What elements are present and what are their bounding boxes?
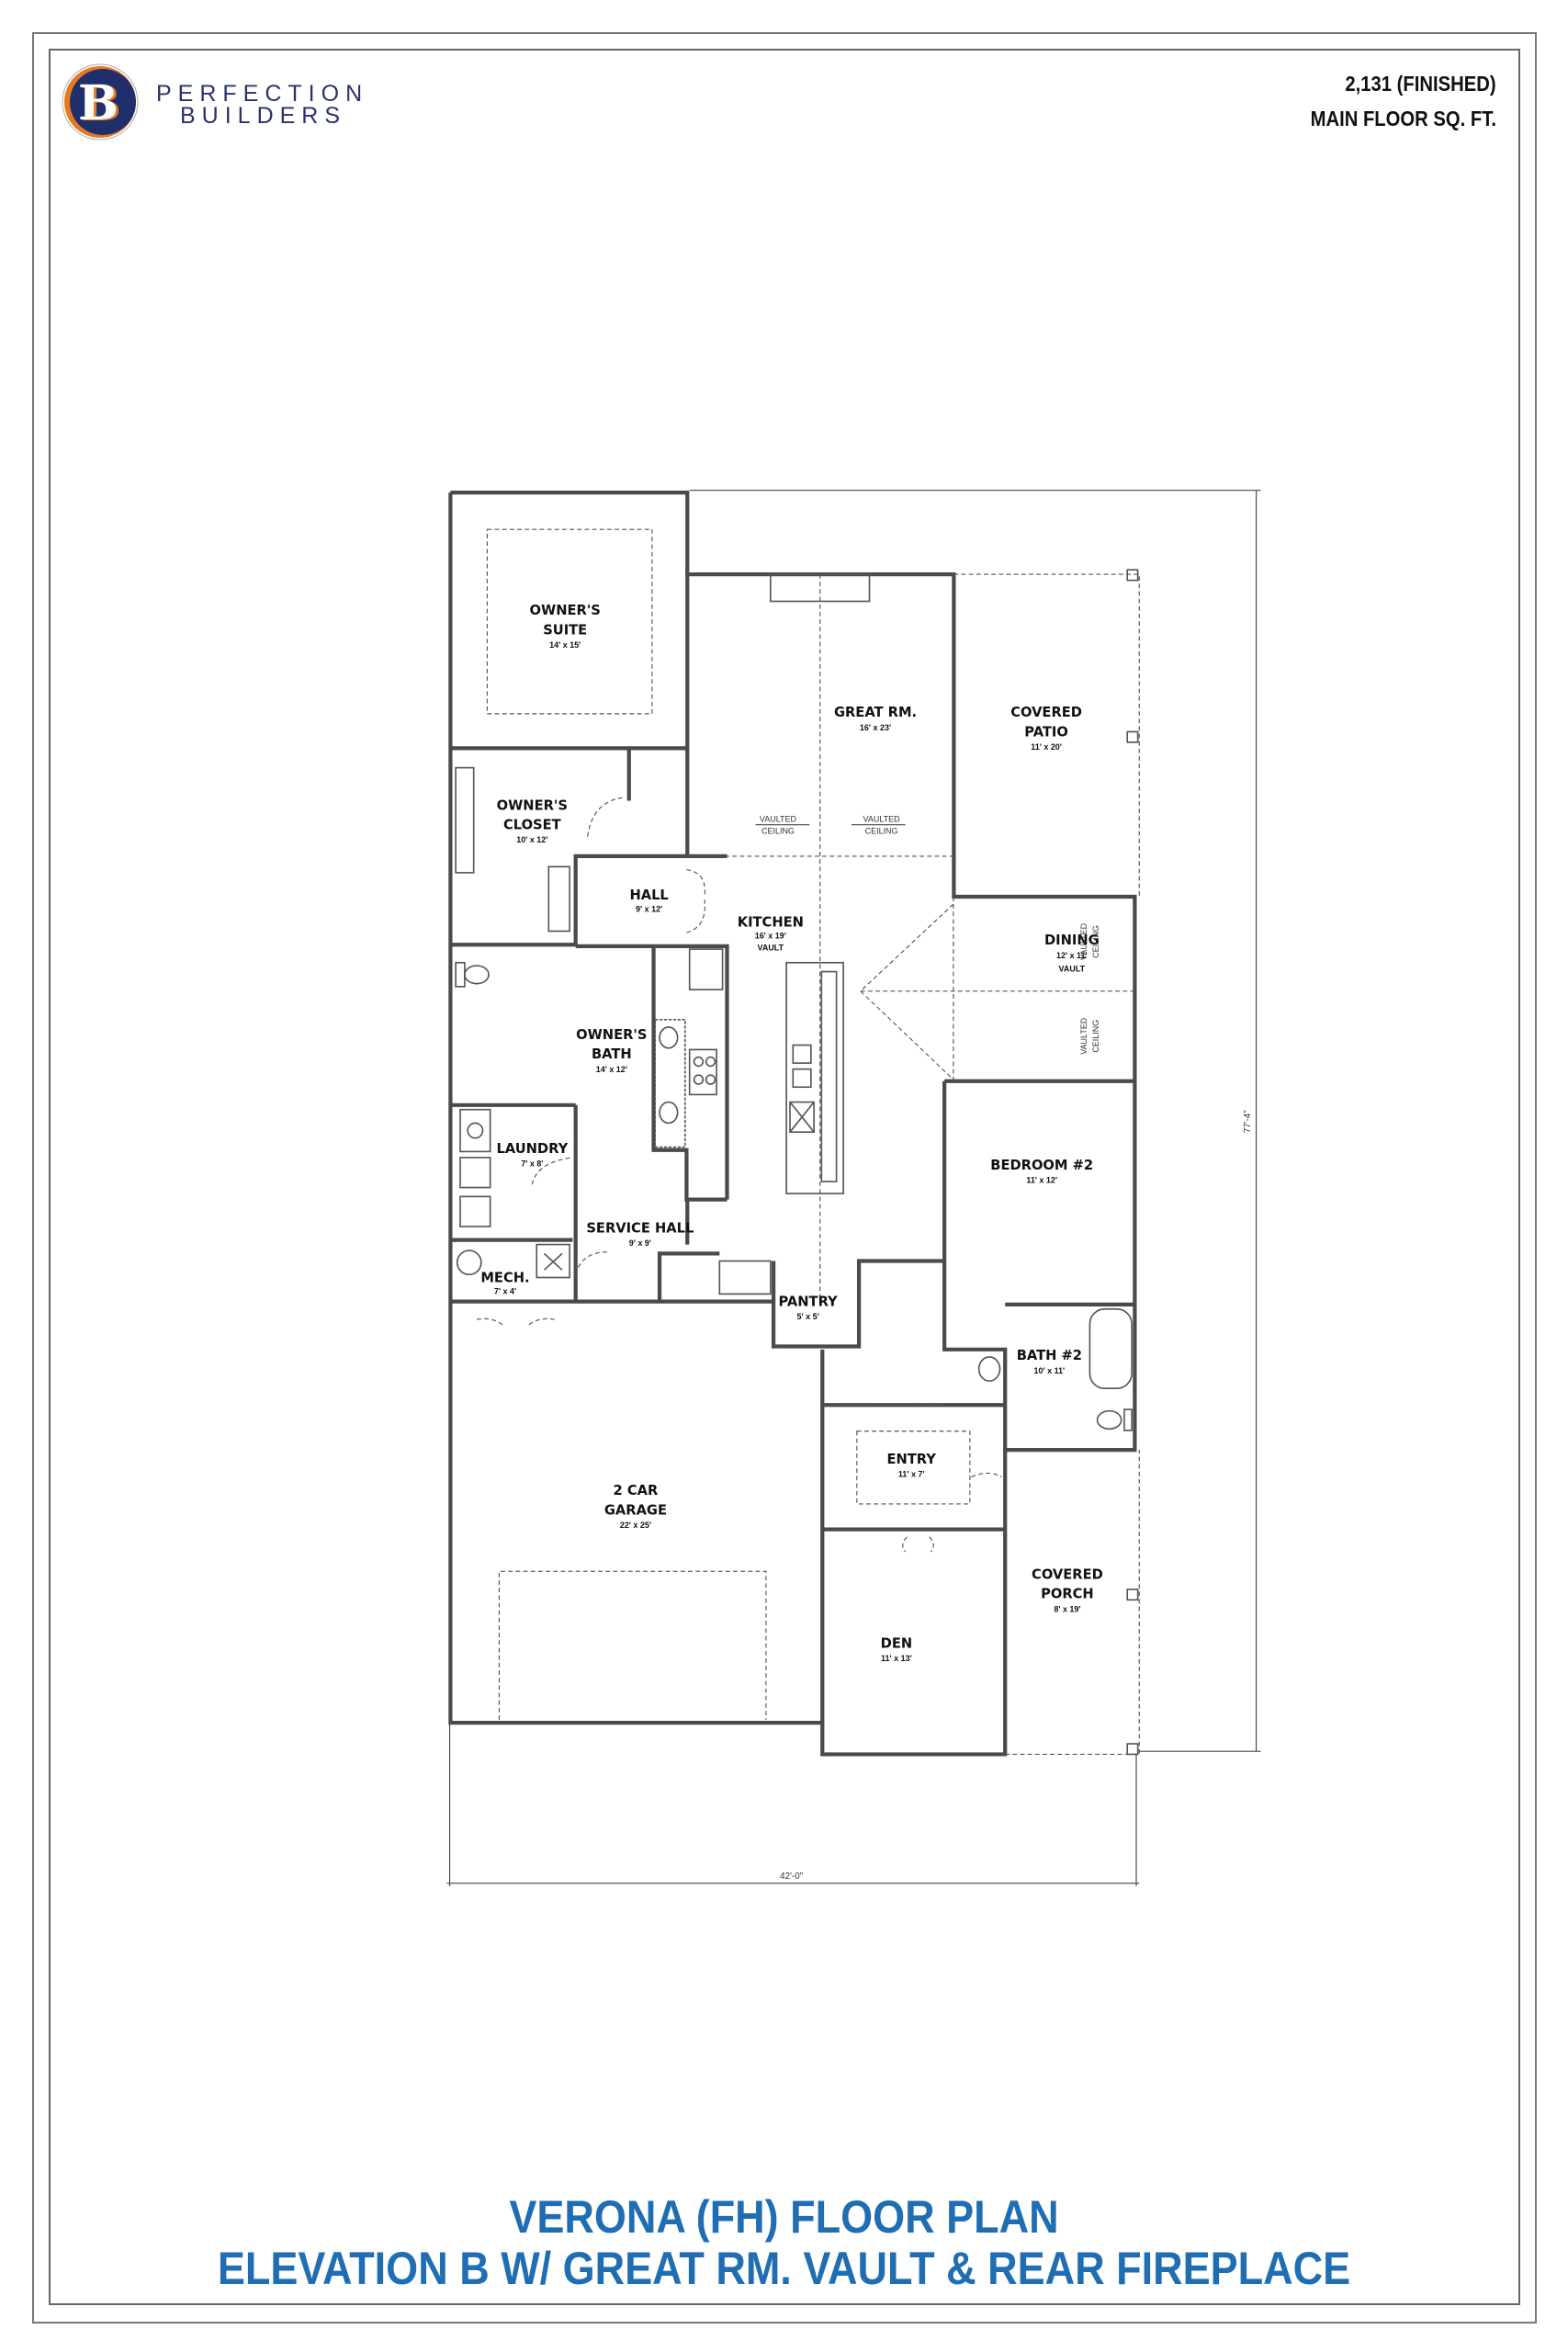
dimension-lines bbox=[446, 490, 1261, 1887]
room-dimensions: 14' x 12' bbox=[596, 1065, 627, 1074]
room-covered-porch: COVERED PORCH 8' x 19' bbox=[1032, 1566, 1103, 1613]
vaulted-label: VAULTED bbox=[760, 814, 797, 823]
room-dimensions: 8' x 19' bbox=[1054, 1604, 1080, 1613]
room-bath-2: BATH #2 10' x 11' bbox=[1017, 1348, 1082, 1375]
room-name: OWNER'S bbox=[530, 603, 601, 618]
depth-dimension: 77'-4" bbox=[1243, 1110, 1253, 1133]
room-dimensions: 16' x 19' bbox=[755, 932, 786, 941]
room-dimensions: 9' x 9' bbox=[629, 1238, 651, 1248]
room-dimensions: 11' x 7' bbox=[898, 1470, 925, 1479]
room-mech: MECH. 7' x 4' bbox=[480, 1270, 529, 1295]
vaulted-ceiling-note: VAULTED CEILING VAULTED CEILING bbox=[755, 814, 906, 835]
width-dimension: 42'-0" bbox=[780, 1871, 803, 1882]
room-name: COVERED bbox=[1032, 1566, 1103, 1582]
walls bbox=[448, 491, 1137, 1757]
room-name: KITCHEN bbox=[738, 915, 804, 931]
room-name: GREAT RM. bbox=[834, 705, 917, 720]
room-dimensions: 14' x 15' bbox=[549, 640, 581, 650]
room-note: VAULT bbox=[1059, 965, 1086, 974]
ceiling-label: CEILING bbox=[1091, 925, 1100, 958]
room-dimensions: 11' x 20' bbox=[1031, 742, 1062, 752]
room-dimensions: 11' x 12' bbox=[1026, 1176, 1057, 1185]
room-entry: ENTRY 11' x 7' bbox=[886, 1452, 936, 1479]
room-name: PATIO bbox=[1024, 724, 1068, 740]
plan-title: VERONA (FH) FLOOR PLAN bbox=[509, 2191, 1059, 2243]
room-name: HALL bbox=[629, 888, 668, 903]
room-name: DINING bbox=[1044, 933, 1100, 948]
room-hall: HALL 9' x 12' bbox=[629, 888, 668, 913]
room-bedroom-2: BEDROOM #2 11' x 12' bbox=[990, 1158, 1093, 1185]
perfection-builders-logo: B B bbox=[62, 63, 139, 141]
room-name: BATH #2 bbox=[1017, 1348, 1082, 1363]
room-dimensions: 9' x 12' bbox=[636, 904, 662, 913]
room-owners-bath: OWNER'S BATH 14' x 12' bbox=[576, 1027, 647, 1074]
room-name: SERVICE HALL bbox=[586, 1221, 694, 1237]
svg-text:B: B bbox=[81, 76, 121, 132]
room-dimensions: 16' x 23' bbox=[860, 723, 891, 732]
sqft-label: MAIN FLOOR SQ. FT. bbox=[1310, 107, 1496, 130]
room-note: VAULT bbox=[758, 944, 784, 953]
room-dimensions: 11' x 13' bbox=[881, 1654, 912, 1663]
room-name: SUITE bbox=[543, 622, 587, 638]
room-name: CLOSET bbox=[503, 818, 561, 833]
room-name: LAUNDRY bbox=[496, 1141, 568, 1157]
room-dimensions: 7' x 8' bbox=[521, 1159, 543, 1169]
plan-subtitle: ELEVATION B W/ GREAT RM. VAULT & REAR FI… bbox=[217, 2243, 1351, 2294]
room-dimensions: 10' x 12' bbox=[516, 835, 547, 844]
room-name: ENTRY bbox=[886, 1452, 936, 1467]
brand-name-line2: BUILDERS bbox=[180, 103, 347, 129]
room-great-room: GREAT RM. 16' x 23' bbox=[834, 705, 917, 732]
room-dimensions: 5' x 5' bbox=[797, 1312, 819, 1321]
room-name: DEN bbox=[881, 1636, 912, 1652]
room-name: BATH bbox=[592, 1046, 632, 1062]
room-name: OWNER'S bbox=[497, 797, 568, 813]
sqft-value: 2,131 (FINISHED) bbox=[1345, 72, 1496, 96]
room-kitchen: KITCHEN 16' x 19' VAULT bbox=[738, 915, 804, 953]
ceiling-label: CEILING bbox=[761, 826, 795, 835]
patio-posts bbox=[1126, 569, 1139, 1756]
dashed-lines bbox=[476, 528, 1140, 1756]
brand-name-line1: PERFECTION bbox=[156, 81, 369, 107]
room-pantry: PANTRY 5' x 5' bbox=[779, 1294, 839, 1321]
room-name: COVERED bbox=[1010, 705, 1082, 720]
room-owners-suite: OWNER'S SUITE 14' x 15' bbox=[530, 603, 601, 650]
room-covered-patio: COVERED PATIO 11' x 20' bbox=[1010, 705, 1082, 752]
room-name: GARAGE bbox=[604, 1502, 667, 1518]
outer-frame bbox=[32, 32, 1537, 2324]
room-den: DEN 11' x 13' bbox=[881, 1636, 912, 1664]
fixtures bbox=[455, 573, 1133, 1431]
inner-frame bbox=[49, 49, 1520, 2305]
room-dimensions: 10' x 11' bbox=[1034, 1366, 1066, 1375]
vaulted-label: VAULTED bbox=[1079, 1017, 1089, 1055]
room-name: OWNER'S bbox=[576, 1027, 647, 1043]
room-name: BEDROOM #2 bbox=[990, 1158, 1093, 1173]
vaulted-ceiling-note-dining: VAULTED CEILING VAULTED CEILING bbox=[1079, 922, 1100, 1054]
room-name: PORCH bbox=[1041, 1587, 1094, 1602]
room-dimensions: 12' x 11' bbox=[1056, 951, 1088, 960]
room-owners-closet: OWNER'S CLOSET 10' x 12' bbox=[497, 797, 568, 844]
room-laundry: LAUNDRY 7' x 8' bbox=[496, 1141, 568, 1169]
room-service-hall: SERVICE HALL 9' x 9' bbox=[586, 1221, 694, 1249]
svg-text:B: B bbox=[78, 75, 118, 131]
room-name: 2 CAR bbox=[614, 1483, 659, 1498]
ceiling-label: CEILING bbox=[1091, 1020, 1100, 1053]
room-dining: DINING 12' x 11' VAULT bbox=[1044, 933, 1100, 973]
ceiling-label: CEILING bbox=[865, 826, 898, 835]
room-dimensions: 7' x 4' bbox=[494, 1286, 516, 1295]
vaulted-label: VAULTED bbox=[863, 814, 901, 823]
vaulted-label: VAULTED bbox=[1079, 922, 1089, 960]
room-dimensions: 22' x 25' bbox=[620, 1521, 651, 1530]
room-name: MECH. bbox=[480, 1270, 529, 1285]
room-garage: 2 CAR GARAGE 22' x 25' bbox=[604, 1483, 667, 1530]
room-name: PANTRY bbox=[779, 1294, 839, 1309]
